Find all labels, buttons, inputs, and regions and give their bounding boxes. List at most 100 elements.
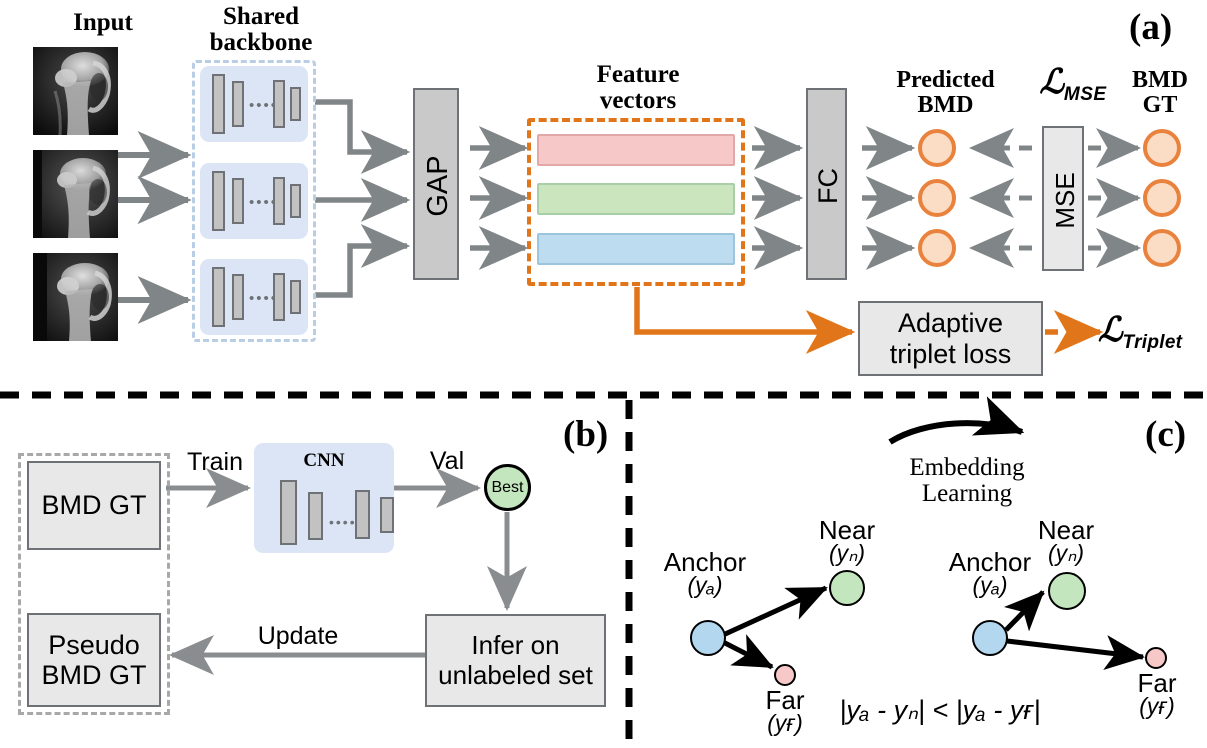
left-far-sublabel: (yғ) xyxy=(767,710,803,736)
loss-triplet-symbol: ℒTriplet xyxy=(1098,310,1207,356)
left-near-label: Near xyxy=(818,515,876,545)
left-near-sublabel: (yₙ) xyxy=(829,540,865,566)
right-far-sublabel: (yғ) xyxy=(1139,693,1175,719)
left-near-node xyxy=(829,570,865,606)
conv-layer-bar xyxy=(273,80,285,128)
mse-block: MSE xyxy=(1042,126,1084,271)
fc-block: FC xyxy=(806,88,847,280)
feature-vectors-heading-line1: Feature xyxy=(596,61,680,88)
bmd-gt-circle-1 xyxy=(1143,129,1181,167)
gt-pool-container xyxy=(18,453,170,715)
conv-layer-bar xyxy=(290,280,301,314)
adaptive-triplet-loss-line2: triplet loss xyxy=(889,338,1012,369)
input-xray-image-2 xyxy=(33,150,118,238)
panel-label-a: (a) xyxy=(1129,7,1173,48)
pseudo-bmd-gt-line2: BMD GT xyxy=(41,660,147,690)
conv-layer-bar xyxy=(380,497,394,533)
mse-block-label: MSE xyxy=(1049,172,1080,229)
infer-line1: Infer on xyxy=(471,630,560,661)
conv-layer-bar xyxy=(290,87,301,121)
conv-layer-bar xyxy=(273,177,285,225)
shared-backbone-heading-line2: backbone xyxy=(209,29,313,56)
left-anchor-node xyxy=(690,620,726,656)
triplet-inequality: |yₐ - yₙ| < |yₐ - yғ| xyxy=(839,695,1041,725)
conv-layer-bar xyxy=(290,184,301,218)
best-model-label: Best xyxy=(491,478,524,496)
feature-vector-bar-2 xyxy=(537,183,735,215)
gap-block: GAP xyxy=(413,88,459,280)
conv-layer-bar xyxy=(280,480,297,545)
left-anchor-sublabel: (yₐ) xyxy=(687,572,723,598)
pseudo-bmd-gt-box: Pseudo BMD GT xyxy=(27,613,161,707)
left-far-label: Far xyxy=(765,685,805,715)
val-edge-label: Val xyxy=(429,447,465,475)
right-near-node xyxy=(1048,572,1086,610)
predicted-bmd-circle-3 xyxy=(918,229,956,267)
right-far-label: Far xyxy=(1137,668,1177,698)
backbone-ellipsis: •••• xyxy=(249,290,279,307)
conv-layer-bar xyxy=(273,273,285,321)
bmd-gt-box: BMD GT xyxy=(27,461,161,550)
loss-mse-script: ℒ xyxy=(1039,64,1064,101)
panel-label-b: (b) xyxy=(563,414,609,455)
feature-vectors-container xyxy=(527,118,745,286)
infer-box: Infer on unlabeled set xyxy=(425,614,606,707)
left-far-node xyxy=(774,664,796,686)
conv-layer-bar xyxy=(232,178,244,224)
embedding-learning-line1: Embedding xyxy=(909,454,1025,481)
embedding-learning-line2: Learning xyxy=(921,480,1013,507)
feature-vector-bar-1 xyxy=(537,134,735,166)
right-near-label: Near xyxy=(1037,515,1095,545)
feature-vector-bar-3 xyxy=(537,233,735,265)
train-edge-label: Train xyxy=(186,448,244,476)
loss-triplet-script: ℒ xyxy=(1098,312,1123,349)
panel-label-c: (c) xyxy=(1145,414,1187,455)
predicted-bmd-circle-2 xyxy=(918,179,956,217)
right-anchor-sublabel: (yₐ) xyxy=(972,572,1008,598)
right-far-node xyxy=(1145,647,1167,669)
conv-layer-bar xyxy=(212,171,225,231)
conv-layer-bar xyxy=(355,490,370,539)
pseudo-bmd-gt-line1: Pseudo xyxy=(48,629,140,660)
loss-mse-symbol: ℒMSE xyxy=(1018,62,1128,106)
loss-mse-subscript: MSE xyxy=(1063,84,1107,105)
backbone-ellipsis: •••• xyxy=(249,194,279,211)
backbone-stream-3: •••• xyxy=(200,259,308,335)
loss-triplet-subscript: Triplet xyxy=(1122,332,1183,353)
conv-layer-bar xyxy=(212,74,225,134)
fc-block-label: FC xyxy=(813,168,843,204)
predicted-bmd-circle-1 xyxy=(918,129,956,167)
cnn-block: CNN •••• xyxy=(254,443,394,553)
adaptive-triplet-loss-line1: Adaptive xyxy=(897,308,1004,339)
input-xray-image-3 xyxy=(33,253,118,341)
bmd-gt-heading-line1: BMD xyxy=(1132,67,1188,93)
feature-vectors-heading-line2: vectors xyxy=(599,87,677,114)
gap-block-label: GAP xyxy=(421,155,454,217)
bmd-gt-heading-line2: GT xyxy=(1142,92,1178,118)
bmd-gt-box-label: BMD GT xyxy=(41,490,147,520)
bmd-gt-circle-3 xyxy=(1143,229,1181,267)
backbone-stream-2: •••• xyxy=(200,163,308,239)
right-anchor-node xyxy=(972,620,1008,656)
cnn-ellipsis: •••• xyxy=(329,514,357,530)
conv-layer-bar xyxy=(232,274,244,320)
cnn-block-label: CNN xyxy=(303,450,345,471)
shared-backbone-container xyxy=(192,60,316,342)
conv-layer-bar xyxy=(308,492,323,540)
right-anchor-label: Anchor xyxy=(948,547,1032,577)
update-edge-label: Update xyxy=(257,622,339,650)
backbone-ellipsis: •••• xyxy=(249,97,279,114)
input-heading: Input xyxy=(73,9,133,36)
adaptive-triplet-loss-box: Adaptive triplet loss xyxy=(858,301,1043,376)
backbone-stream-1: •••• xyxy=(200,66,308,142)
bmd-gt-circle-2 xyxy=(1143,179,1181,217)
predicted-bmd-heading-line1: Predicted xyxy=(896,67,995,93)
conv-layer-bar xyxy=(212,267,225,327)
input-xray-image-1 xyxy=(33,47,118,135)
right-near-sublabel: (yₙ) xyxy=(1048,540,1084,566)
best-model-node: Best xyxy=(484,464,531,511)
conv-layer-bar xyxy=(232,81,244,127)
shared-backbone-heading-line1: Shared xyxy=(223,3,299,30)
predicted-bmd-heading-line2: BMD xyxy=(917,92,974,118)
